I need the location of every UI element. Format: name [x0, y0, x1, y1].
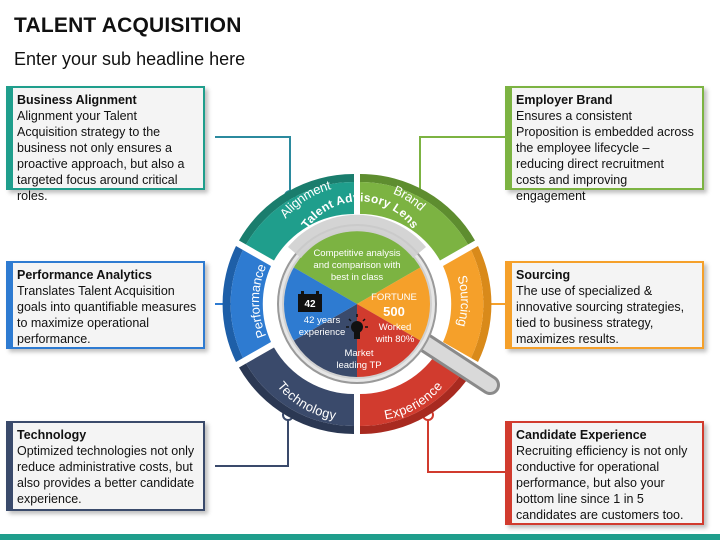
badge-value: 42: [304, 299, 316, 310]
fortune-value: 500: [383, 304, 405, 319]
box-employer-brand: Employer Brand Ensures a consistent Prop…: [505, 86, 704, 203]
magnifier-handle-inner: [411, 331, 497, 392]
ring-segment-performance: [230, 250, 271, 358]
ring-segment-alignment: [246, 181, 354, 261]
connector-business-alignment: [215, 136, 291, 196]
ring-segment-performance-outer: [222, 246, 243, 362]
years-line2: experience: [299, 327, 345, 338]
box-heading: Candidate Experience: [516, 428, 647, 442]
box-text: Optimized technologies not only reduce a…: [17, 444, 195, 506]
accent-bar: [507, 88, 512, 188]
worked-line2: with 80%: [375, 334, 415, 345]
connector-employer-brand: [419, 136, 505, 196]
fortune-label: FORTUNE: [371, 292, 417, 303]
box-heading: Sourcing: [516, 268, 571, 282]
box-text: Alignment your Talent Acquisition strate…: [17, 109, 185, 203]
center-green-line1: Competitive analysis: [313, 248, 400, 259]
ring-segment-technology-outer: [239, 363, 354, 435]
box-candidate-experience: Candidate Experience Recruiting efficien…: [505, 421, 704, 525]
accent-bar: [507, 423, 512, 523]
ring-label-performance: Performance: [247, 262, 269, 340]
box-text: The use of specialized & innovative sour…: [516, 284, 685, 346]
market-line2: leading TP: [336, 360, 381, 371]
connector-candidate-experience: [427, 415, 505, 473]
lightbulb-icon: [346, 314, 368, 339]
worked-line1: Worked: [379, 322, 412, 333]
accent-bar: [8, 423, 13, 509]
market-line1: Market: [344, 348, 373, 359]
page-subtitle: Enter your sub headline here: [14, 49, 246, 69]
page-title: TALENT ACQUISITION: [14, 14, 242, 37]
ring-segment-technology: [246, 347, 354, 427]
box-heading: Business Alignment: [17, 93, 137, 107]
ring-segment-alignment-outer: [239, 173, 354, 245]
pie-wedge-orange: [357, 267, 432, 341]
center-green-line2: and comparison with: [313, 260, 400, 271]
ring-segment-sourcing-outer: [471, 246, 492, 362]
box-text: Recruiting efficiency is not only conduc…: [516, 444, 688, 522]
ring-segment-brand: [360, 181, 468, 261]
pie-wedge-green: [292, 229, 422, 304]
accent-bar: [8, 263, 13, 347]
center-green-line3: best in class: [331, 272, 384, 283]
box-technology: Technology Optimized technologies not on…: [6, 421, 205, 511]
years-line1: 42 years: [304, 315, 341, 326]
lens-label-band: [288, 214, 426, 258]
ring-segment-sourcing: [443, 250, 484, 358]
box-business-alignment: Business Alignment Alignment your Talent…: [6, 86, 205, 203]
connector-technology: [215, 415, 289, 467]
box-sourcing: Sourcing The use of specialized & innova…: [505, 261, 704, 349]
box-performance-analytics: Performance Analytics Translates Talent …: [6, 261, 205, 349]
ring-segment-experience: [360, 347, 468, 427]
box-text: Ensures a consistent Proposition is embe…: [516, 109, 694, 203]
box-heading: Performance Analytics: [17, 268, 153, 282]
box-heading: Employer Brand: [516, 93, 613, 107]
box-heading: Technology: [17, 428, 87, 442]
calendar-icon: [298, 291, 322, 312]
ring-segment-experience-outer: [360, 363, 475, 435]
accent-bar: [507, 263, 512, 347]
accent-bar: [8, 88, 13, 188]
ring-segment-brand-outer: [360, 173, 475, 245]
ring-label-sourcing: Sourcing: [455, 274, 473, 329]
footer-accent-bar: [0, 534, 720, 540]
box-text: Translates Talent Acquisition goals into…: [17, 284, 197, 346]
